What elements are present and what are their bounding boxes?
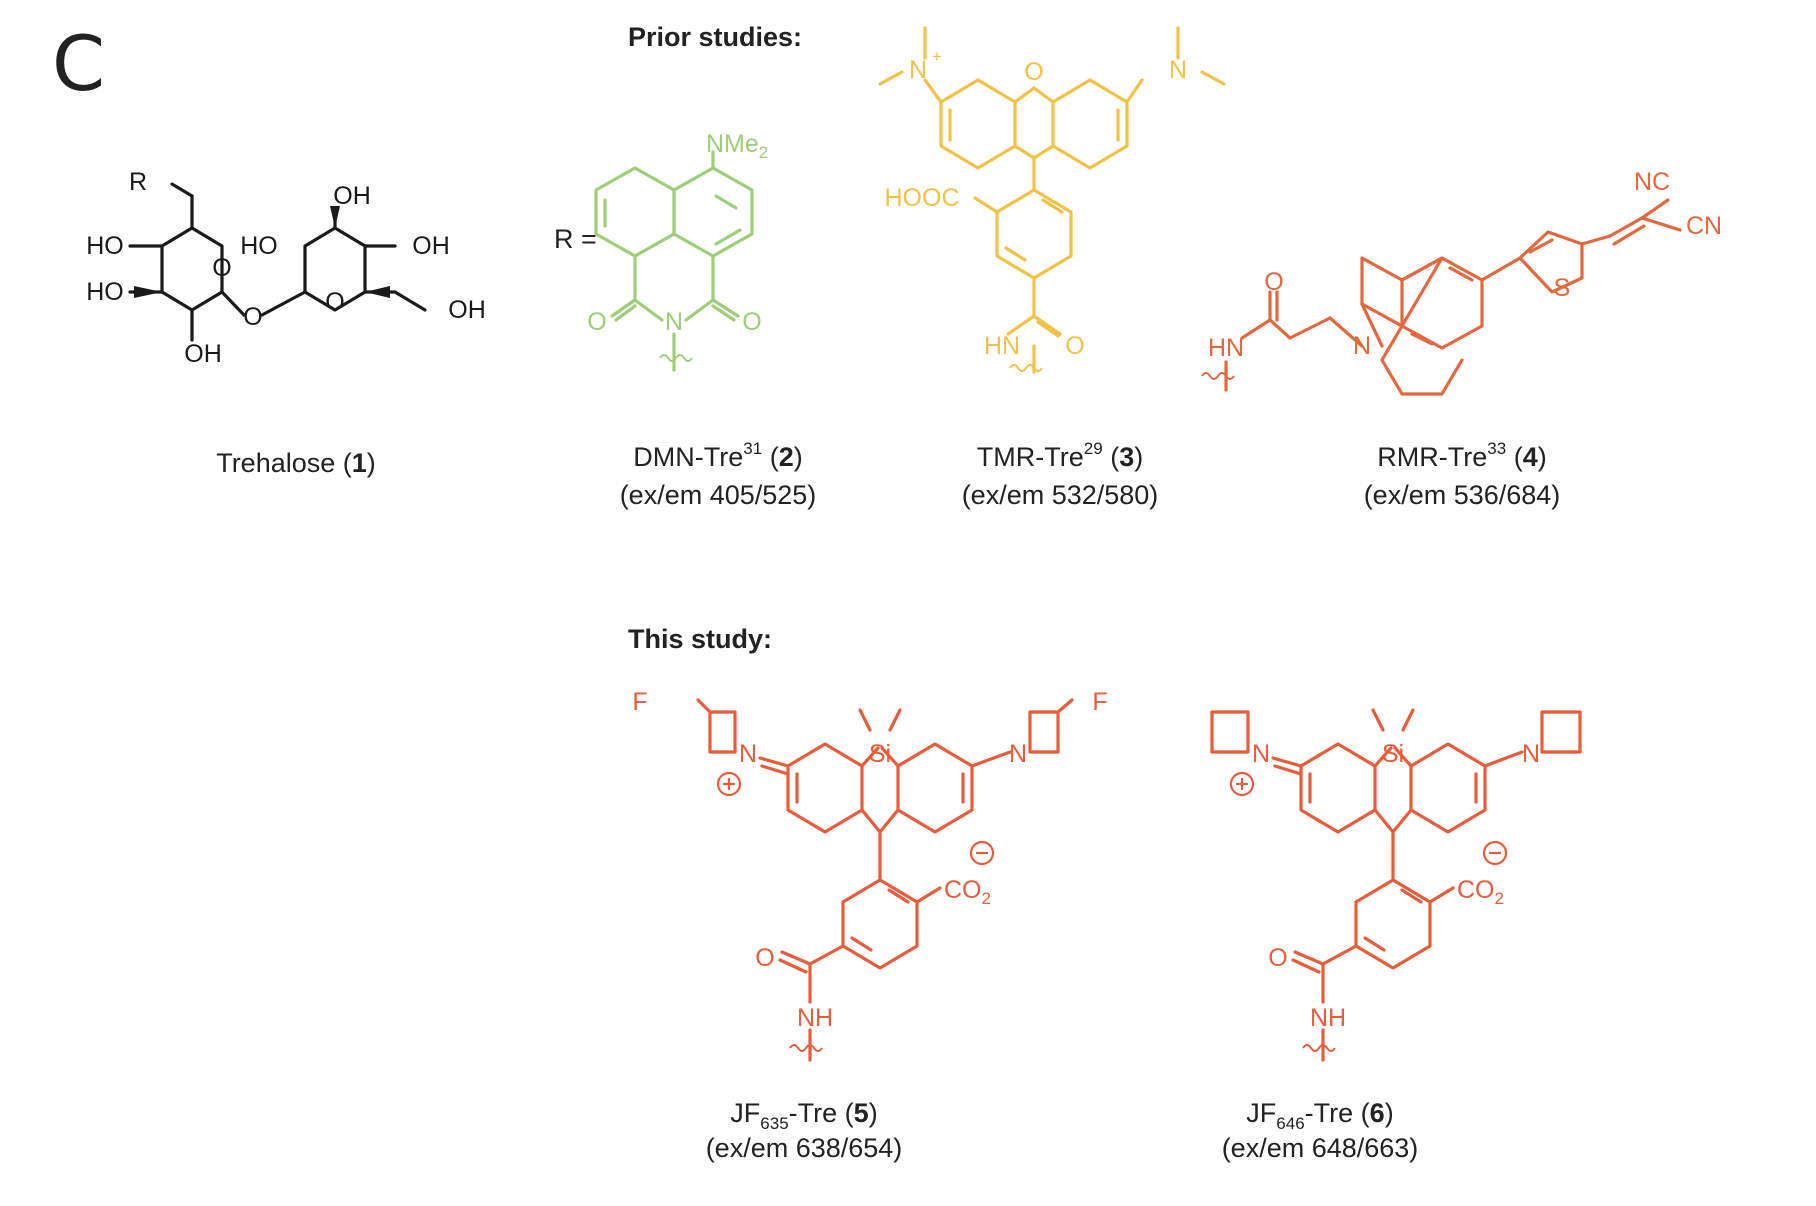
- atom-label: OH: [333, 182, 371, 210]
- tmr-tre-structure: O N + N HOOC HN O: [878, 26, 1226, 374]
- atom-label: N: [739, 740, 757, 768]
- section-heading-prior: Prior studies:: [628, 22, 802, 52]
- atom-label: S: [1554, 274, 1571, 302]
- atom-label: N: [909, 56, 927, 84]
- atom-label: HN: [984, 332, 1020, 360]
- atom-label: HO: [86, 278, 124, 306]
- jf635-tre-structure: Si N N F F CO2 O NH: [632, 688, 1108, 1062]
- caption-tmr-tre: TMR-Tre29 (3): [977, 439, 1143, 472]
- atom-label: NMe2: [706, 130, 768, 162]
- dmn-tre-structure: NMe2 N O O: [587, 130, 768, 372]
- atom-label: CO2: [1457, 876, 1504, 908]
- rmr-tre-structure: N S O HN NC CN: [1201, 168, 1722, 396]
- atom-label: N: [1252, 740, 1270, 768]
- caption-trehalose: Trehalose (1): [216, 448, 376, 478]
- atom-label: HO: [240, 232, 278, 260]
- atom-label: N: [1169, 56, 1187, 84]
- jf646-tre-structure: Si N N CO2 O NH: [1210, 708, 1582, 1062]
- atom-label: N: [1522, 740, 1540, 768]
- atom-label: N: [665, 308, 683, 336]
- atom-label: NH: [1310, 1004, 1346, 1032]
- atom-label: F: [1092, 688, 1107, 716]
- atom-label: N: [1353, 332, 1371, 360]
- atom-label: O: [742, 308, 761, 336]
- caption-rmr-tre-exem: (ex/em 536/684): [1364, 480, 1561, 510]
- r-equals-label: R =: [554, 224, 597, 254]
- atom-label: O: [1264, 268, 1283, 296]
- atom-label: NC: [1634, 168, 1670, 196]
- atom-label: HOOC: [885, 184, 960, 212]
- caption-jf646-tre-exem: (ex/em 648/663): [1222, 1133, 1419, 1163]
- charge-label: +: [932, 47, 942, 66]
- atom-label: O: [1268, 944, 1287, 972]
- atom-label: CO2: [944, 876, 991, 908]
- atom-label: O: [755, 944, 774, 972]
- atom-label: NH: [797, 1004, 833, 1032]
- panel-letter: C: [52, 19, 105, 108]
- caption-jf646-tre: JF646-Tre (6): [1246, 1098, 1393, 1133]
- atom-label: CN: [1686, 212, 1722, 240]
- atom-label: HN: [1208, 334, 1244, 362]
- atom-label: OH: [448, 296, 486, 324]
- caption-rmr-tre: RMR-Tre33 (4): [1377, 439, 1546, 472]
- atom-label: O: [587, 308, 606, 336]
- atom-label: HO: [86, 232, 124, 260]
- atom-label: F: [632, 688, 647, 716]
- atom-label: R: [129, 168, 147, 196]
- caption-dmn-tre: DMN-Tre31 (2): [633, 439, 802, 472]
- caption-dmn-tre-exem: (ex/em 405/525): [620, 480, 817, 510]
- caption-jf635-tre-exem: (ex/em 638/654): [706, 1133, 903, 1163]
- atom-label: OH: [412, 232, 450, 260]
- atom-label: Si: [869, 740, 891, 768]
- section-heading-this: This study:: [628, 624, 772, 654]
- atom-label: O: [1065, 332, 1084, 360]
- atom-label: N: [1009, 740, 1027, 768]
- atom-label: O: [325, 288, 344, 316]
- caption-jf635-tre: JF635-Tre (5): [730, 1098, 877, 1133]
- atom-label: O: [1024, 58, 1043, 86]
- atom-label: O: [212, 254, 231, 282]
- atom-label: O: [243, 303, 262, 331]
- caption-tmr-tre-exem: (ex/em 532/580): [962, 480, 1159, 510]
- trehalose-structure: R O O O HO HO OH HO OH OH OH: [86, 168, 486, 368]
- atom-label: Si: [1382, 740, 1404, 768]
- atom-label: OH: [184, 340, 222, 368]
